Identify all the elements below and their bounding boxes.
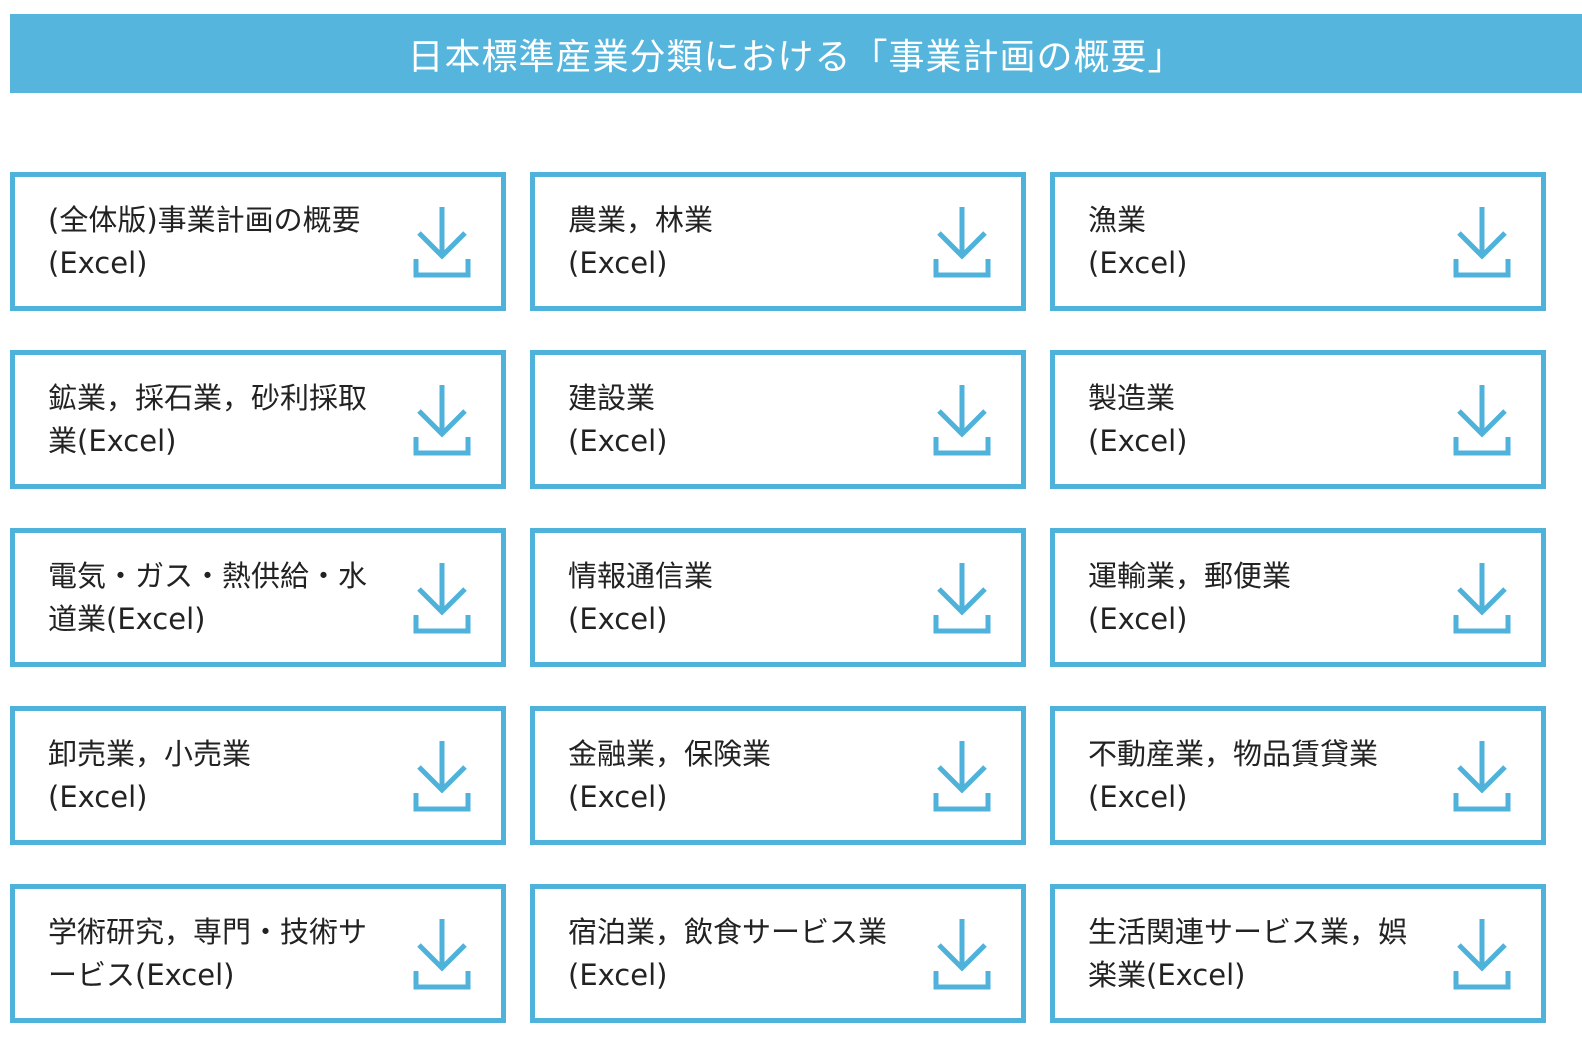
download-card-information-communications[interactable]: 情報通信業 (Excel)	[530, 528, 1026, 667]
card-label: 建設業 (Excel)	[568, 380, 668, 458]
download-icon	[413, 383, 471, 457]
download-icon	[413, 917, 471, 991]
card-label: 電気・ガス・熱供給・水 道業(Excel)	[48, 558, 368, 636]
download-card-mining[interactable]: 鉱業，採石業，砂利採取 業(Excel)	[10, 350, 506, 489]
download-card-living-entertainment[interactable]: 生活関連サービス業，娯 楽業(Excel)	[1050, 884, 1546, 1023]
download-icon	[933, 561, 991, 635]
page-title: 日本標準産業分類における「事業計画の概要」	[407, 36, 1185, 78]
card-label: 運輸業，郵便業 (Excel)	[1088, 558, 1292, 636]
card-label: 不動産業，物品賃貸業 (Excel)	[1088, 736, 1379, 814]
download-card-fishery[interactable]: 漁業 (Excel)	[1050, 172, 1546, 311]
card-label: 漁業 (Excel)	[1088, 202, 1188, 280]
download-card-overall[interactable]: (全体版)事業計画の概要 (Excel)	[10, 172, 506, 311]
download-card-accommodation-food[interactable]: 宿泊業，飲食サービス業 (Excel)	[530, 884, 1026, 1023]
download-card-finance-insurance[interactable]: 金融業，保険業 (Excel)	[530, 706, 1026, 845]
download-icon	[933, 205, 991, 279]
card-label: 学術研究，専門・技術サ ービス(Excel)	[48, 914, 368, 992]
download-icon	[413, 205, 471, 279]
download-card-manufacturing[interactable]: 製造業 (Excel)	[1050, 350, 1546, 489]
download-icon	[1453, 383, 1511, 457]
card-label: 卸売業，小売業 (Excel)	[48, 736, 252, 814]
download-card-utilities[interactable]: 電気・ガス・熱供給・水 道業(Excel)	[10, 528, 506, 667]
download-icon	[933, 739, 991, 813]
download-icon	[1453, 917, 1511, 991]
card-label: (全体版)事業計画の概要 (Excel)	[48, 202, 361, 280]
download-card-agriculture-forestry[interactable]: 農業，林業 (Excel)	[530, 172, 1026, 311]
download-card-transport-postal[interactable]: 運輸業，郵便業 (Excel)	[1050, 528, 1546, 667]
card-label: 製造業 (Excel)	[1088, 380, 1188, 458]
download-icon	[933, 383, 991, 457]
download-card-real-estate-leasing[interactable]: 不動産業，物品賃貸業 (Excel)	[1050, 706, 1546, 845]
card-label: 金融業，保険業 (Excel)	[568, 736, 772, 814]
download-icon	[413, 561, 471, 635]
download-grid: (全体版)事業計画の概要 (Excel) 農業，林業 (Excel) 漁業 (E…	[10, 172, 1546, 1023]
download-icon	[1453, 739, 1511, 813]
download-icon	[933, 917, 991, 991]
download-card-construction[interactable]: 建設業 (Excel)	[530, 350, 1026, 489]
download-icon	[413, 739, 471, 813]
download-icon	[1453, 205, 1511, 279]
download-icon	[1453, 561, 1511, 635]
download-card-wholesale-retail[interactable]: 卸売業，小売業 (Excel)	[10, 706, 506, 845]
card-label: 宿泊業，飲食サービス業 (Excel)	[568, 914, 888, 992]
card-label: 情報通信業 (Excel)	[568, 558, 714, 636]
download-card-scientific-professional[interactable]: 学術研究，専門・技術サ ービス(Excel)	[10, 884, 506, 1023]
card-label: 生活関連サービス業，娯 楽業(Excel)	[1088, 914, 1408, 992]
card-label: 鉱業，採石業，砂利採取 業(Excel)	[48, 380, 368, 458]
card-label: 農業，林業 (Excel)	[568, 202, 714, 280]
page-header: 日本標準産業分類における「事業計画の概要」	[10, 14, 1582, 93]
